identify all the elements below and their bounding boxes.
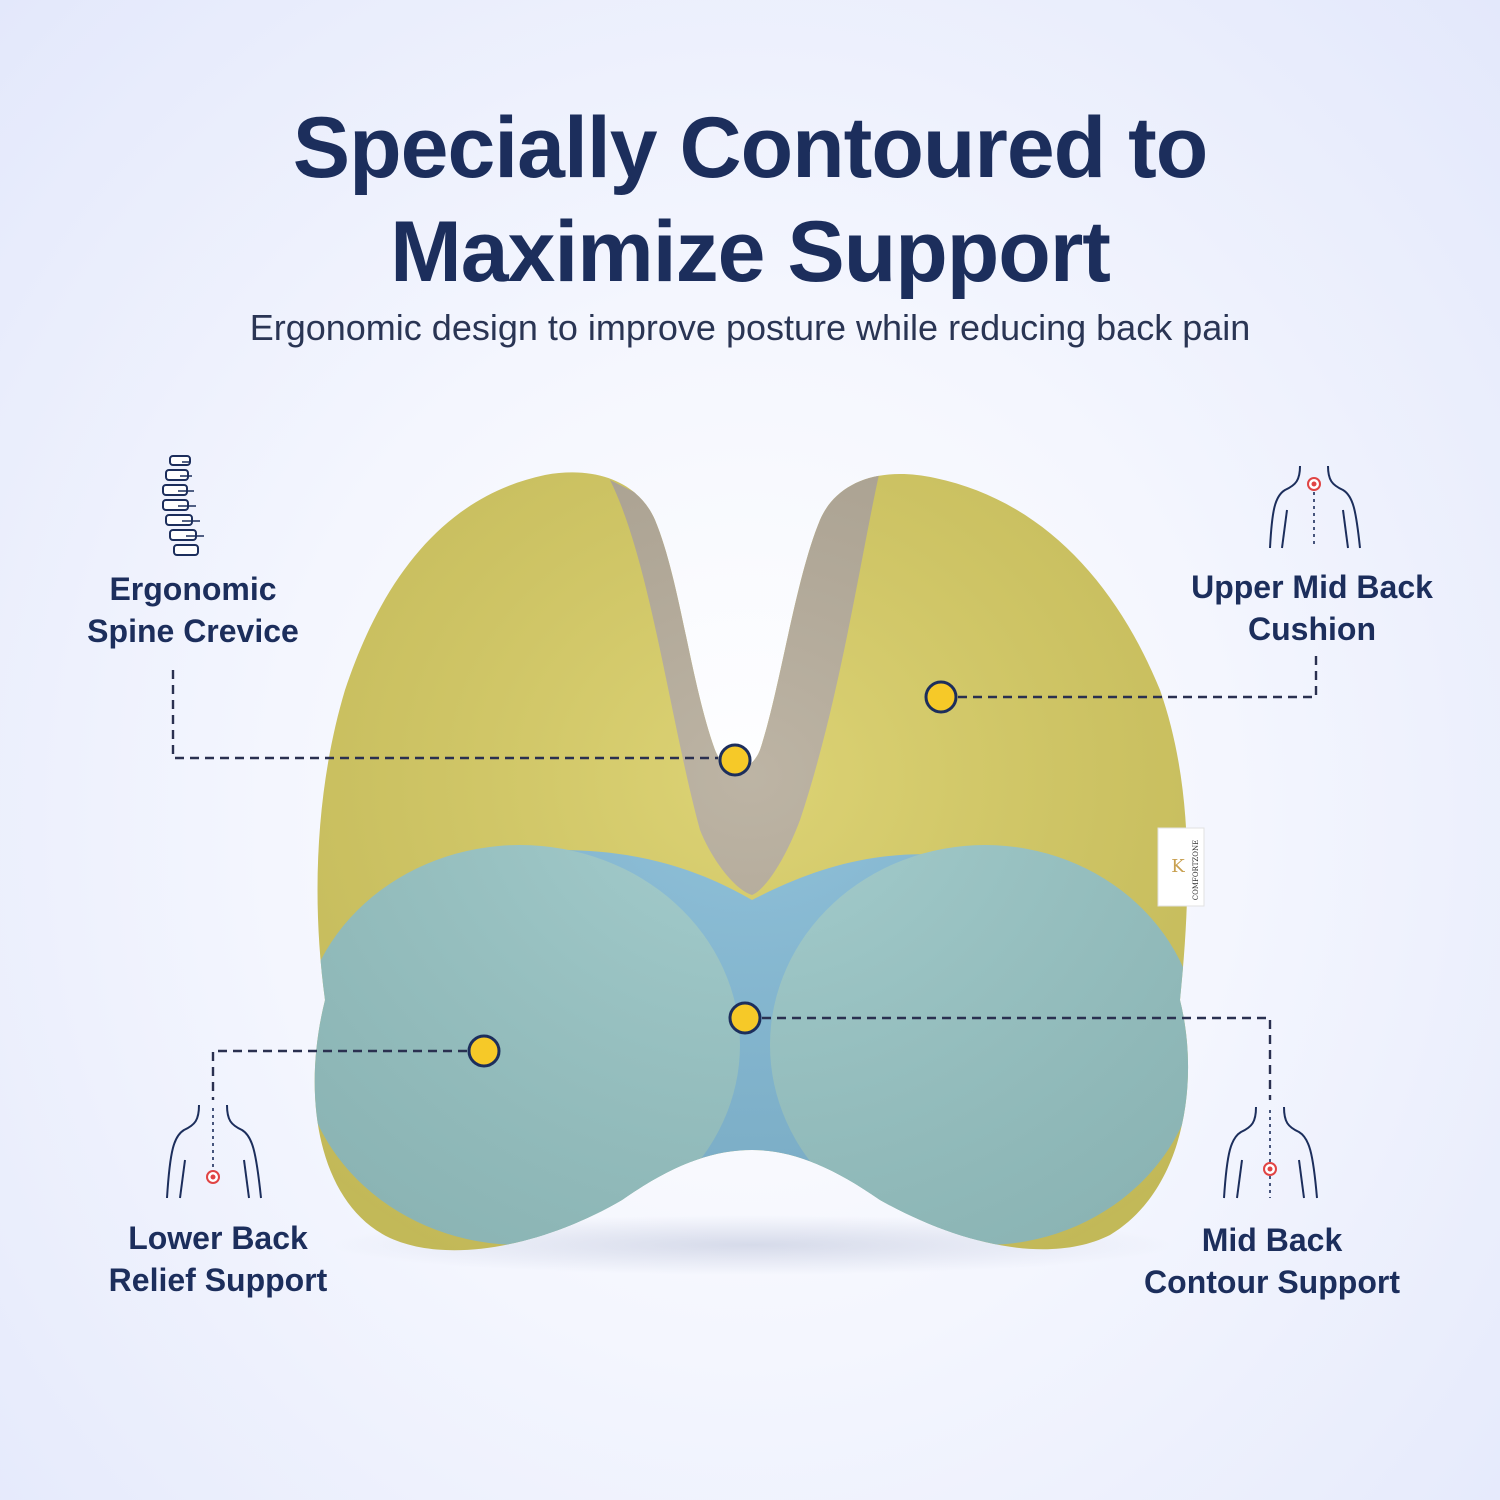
callout-spine-crevice-line1: Ergonomic xyxy=(109,571,277,607)
subtitle: Ergonomic design to improve posture whil… xyxy=(249,307,1251,348)
marker-upper-mid-back[interactable] xyxy=(924,680,958,714)
cushion xyxy=(314,472,1189,1251)
callout-mid-back-line1: Mid Back xyxy=(1201,1222,1343,1258)
leader-mid-back xyxy=(762,1016,1272,1100)
page-title: Specially Contoured to Maximize Support xyxy=(0,96,1500,304)
marker-lower-back[interactable] xyxy=(467,1034,501,1068)
callout-mid-back-line2: Contour Support xyxy=(1144,1264,1400,1300)
brand-logo-mark: K xyxy=(1171,856,1185,877)
callout-upper-mid-back-line1: Upper Mid Back xyxy=(1191,569,1433,605)
marker-mid-back[interactable] xyxy=(728,1001,762,1035)
brand-tag: K COMFORTZONE xyxy=(1157,827,1205,907)
upper-back-body-icon xyxy=(1269,465,1361,549)
title-line-2: Maximize Support xyxy=(390,204,1111,300)
callout-lower-back: Lower Back Relief Support xyxy=(60,1217,376,1301)
lower-back-body-icon xyxy=(166,1104,262,1199)
callout-upper-mid-back: Upper Mid Back Cushion xyxy=(1150,566,1474,650)
title-line-1: Specially Contoured to xyxy=(292,100,1209,196)
brand-tag-text: COMFORTZONE xyxy=(1192,840,1200,901)
callout-upper-mid-back-line2: Cushion xyxy=(1248,611,1376,647)
leader-spine-crevice xyxy=(171,670,718,760)
leader-lower-back xyxy=(211,1049,467,1100)
callout-spine-crevice-line2: Spine Crevice xyxy=(87,613,299,649)
callout-lower-back-line2: Relief Support xyxy=(108,1262,328,1298)
callout-lower-back-line1: Lower Back xyxy=(128,1220,308,1256)
mid-back-body-icon xyxy=(1223,1106,1318,1199)
callout-spine-crevice: Ergonomic Spine Crevice xyxy=(40,568,346,652)
callout-mid-back: Mid Back Contour Support xyxy=(1104,1219,1440,1303)
spine-icon xyxy=(162,455,204,556)
marker-spine-crevice[interactable] xyxy=(718,743,752,777)
